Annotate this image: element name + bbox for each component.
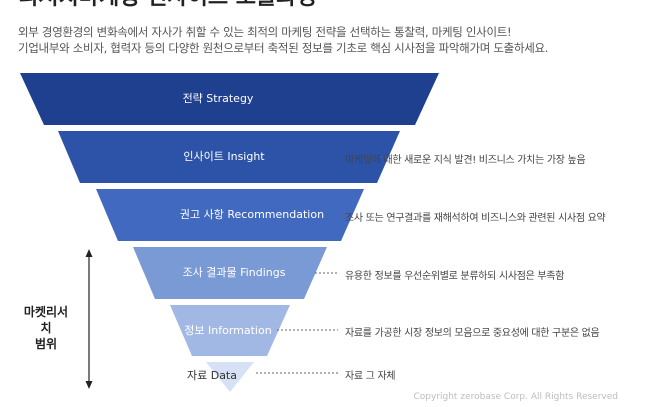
intro-line-2: 기업내부와 소비자, 협력자 등의 다양한 원천으로부터 축적된 정보를 기초로… — [18, 41, 549, 55]
market-research-range-label: 마켓리서치 범위 — [20, 304, 72, 352]
range-label-line-2: 범위 — [34, 337, 58, 351]
desc-data: 자료 그 자체 — [345, 371, 396, 382]
desc-insight: 마케팅에 대한 새로운 지식 발견! 비즈니스 가치는 가장 높음 — [345, 155, 586, 166]
funnel-label-recommendation: 권고 사항 Recommendation — [180, 208, 324, 221]
range-arrow-up-icon — [85, 249, 93, 257]
funnel-level-data — [206, 362, 254, 392]
intro-line-1: 외부 경영환경의 변화속에서 자사가 취할 수 있는 최적의 마케팅 전략을 선… — [18, 25, 512, 39]
funnel-level-strategy — [20, 73, 439, 125]
funnel-level-information — [170, 305, 290, 356]
range-label-line-1: 마켓리서치 — [23, 305, 69, 335]
desc-information: 자료를 가공한 시장 정보의 모음으로 중요성에 대한 구분은 없음 — [345, 328, 600, 339]
funnel-label-strategy: 전략 Strategy — [183, 92, 254, 105]
funnel-label-insight: 인사이트 Insight — [183, 150, 265, 163]
funnel-label-data: 자료 Data — [187, 369, 237, 382]
copyright-text: Copyright zerobase Corp. All Rights Rese… — [413, 392, 618, 402]
funnel-level-findings — [133, 247, 327, 299]
funnel-label-information: 정보 Information — [184, 324, 271, 337]
funnel-level-insight — [58, 131, 400, 183]
desc-recommendation: 조사 또는 연구결과를 재해석하여 비즈니스와 관련된 시사점 요약 — [345, 213, 606, 224]
funnel-level-recommendation — [96, 189, 364, 241]
desc-findings: 유용한 정보를 우선순위별로 분류하되 시사점은 부족함 — [345, 271, 565, 282]
funnel-label-findings: 조사 결과물 Findings — [183, 266, 286, 279]
page-title: 리서치마케팅 인사이트 도출과정 — [18, 0, 418, 9]
range-arrow-down-icon — [85, 381, 93, 389]
